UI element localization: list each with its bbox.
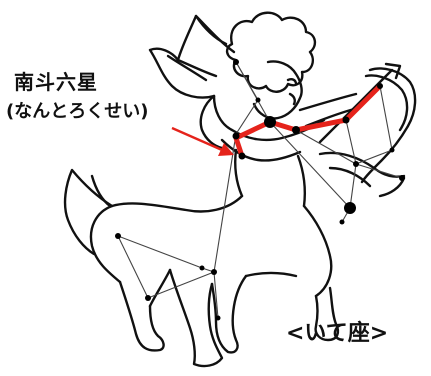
star (264, 116, 276, 128)
face-outline (252, 60, 303, 120)
star (215, 315, 221, 321)
cape-outline (148, 14, 236, 99)
star (233, 59, 239, 65)
star (342, 116, 350, 124)
star (353, 161, 359, 167)
centaur-outline (63, 11, 417, 368)
arrow-outline (318, 68, 394, 144)
star (115, 233, 121, 239)
star (389, 147, 395, 153)
hind-leg-right (168, 268, 224, 368)
star (292, 126, 300, 134)
star (399, 175, 405, 181)
arm-outline (298, 92, 358, 112)
star (377, 83, 383, 89)
star (211, 269, 217, 275)
stars (115, 59, 405, 321)
front-leg-right (314, 286, 340, 342)
star (255, 97, 261, 103)
hind-leg-left (118, 280, 165, 352)
star (238, 152, 246, 160)
star (232, 132, 240, 140)
constellation-lines (117, 61, 403, 319)
nanto-rokusei-asterism (233, 83, 383, 159)
pointer-arrow (171, 126, 234, 156)
star (145, 295, 151, 301)
tail-outline (63, 168, 114, 256)
star (339, 219, 345, 225)
constellation-name-label: <いて座> (286, 321, 389, 346)
star (199, 265, 205, 271)
asterism-name-label: 南斗六星 (14, 70, 98, 94)
front-leg-left (210, 274, 248, 354)
star (344, 202, 356, 214)
hair-outline (225, 11, 317, 93)
asterism-reading-label: (なんとろくせい) (6, 101, 149, 122)
